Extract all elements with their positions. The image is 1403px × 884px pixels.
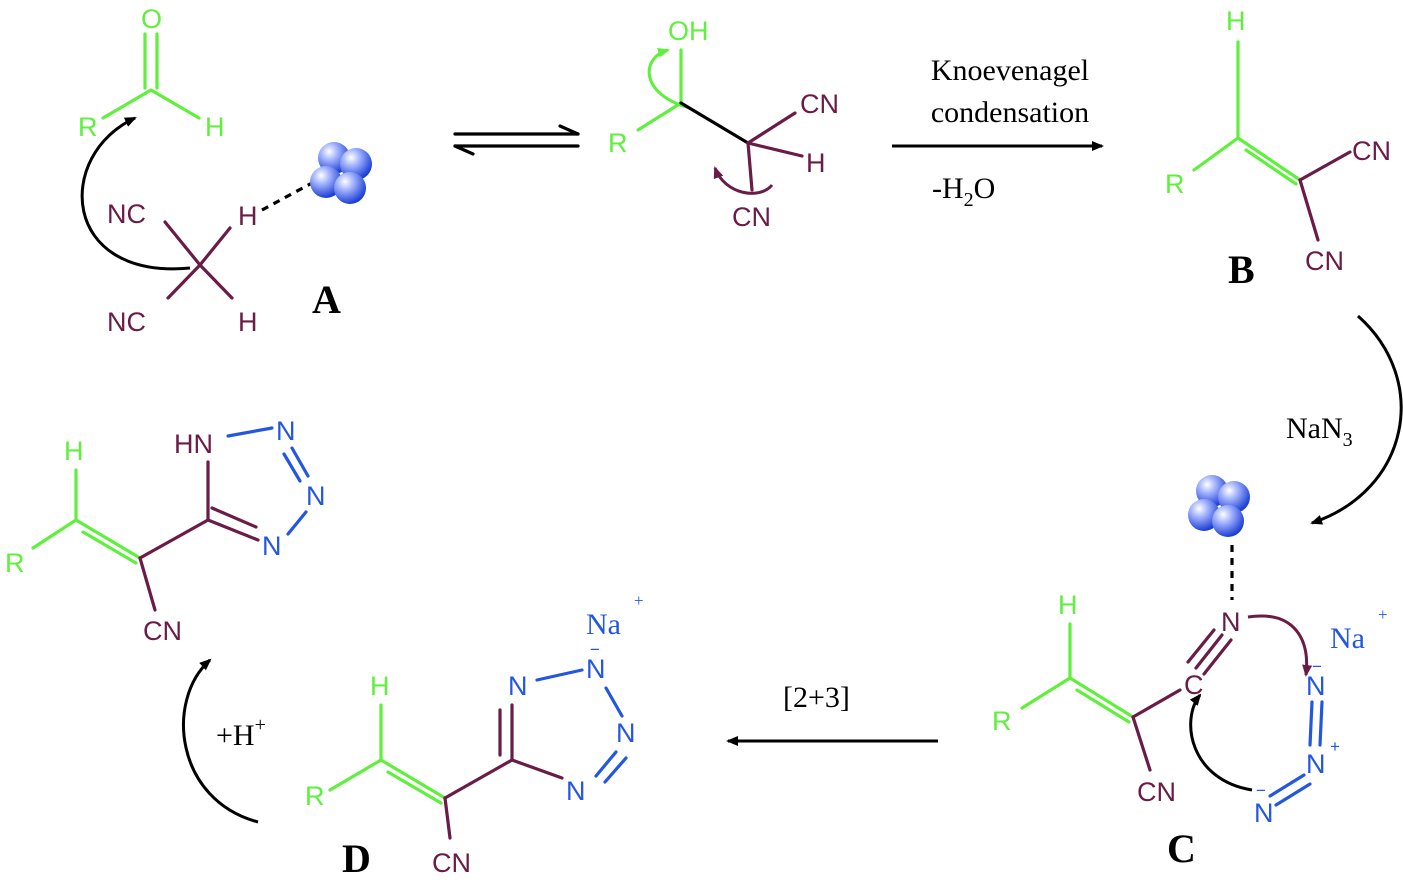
compound-d-group: H R CN N N − N N Na + D	[305, 591, 644, 881]
intermediate-cn-top: CN	[800, 89, 839, 119]
azide-n1-charge: −	[1312, 657, 1322, 676]
compound-d-sodium: Na	[586, 608, 621, 641]
protonation-arrow	[182, 658, 259, 824]
azide-n1: N	[1306, 671, 1326, 701]
tetrazolate-n2-charge: −	[590, 640, 600, 659]
tetrazolate-n3: N	[616, 718, 636, 748]
product-r-group: R	[5, 548, 25, 578]
acidic-hydrogen-bottom: H	[238, 307, 258, 337]
compound-d-sodium-charge: +	[634, 591, 644, 610]
compound-c-cn: CN	[1137, 777, 1176, 807]
knoevenagel-label-line1: Knoevenagel	[931, 54, 1089, 87]
product-nh: HN	[174, 429, 213, 459]
intermediate-r-group: R	[608, 128, 628, 158]
compound-d-hydrogen: H	[370, 671, 390, 701]
intermediate-hydrogen: H	[806, 148, 826, 178]
azide-n3-charge: −	[1256, 781, 1266, 800]
nucleophilic-attack-arrow	[80, 116, 191, 271]
cycloaddition-step: [2+3]	[726, 681, 938, 746]
nitrile-carbon: C	[1184, 670, 1204, 700]
compound-b-group: H R CN CN B	[1165, 6, 1391, 292]
minus-water-label: -H2O	[932, 172, 995, 211]
azide-n3: N	[1254, 798, 1274, 828]
equilibrium-arrows	[453, 124, 580, 156]
aldehyde-oxygen: O	[141, 4, 162, 34]
compound-c-label: C	[1167, 826, 1196, 871]
compound-c-sodium-charge: +	[1378, 605, 1388, 624]
compound-d-r-group: R	[305, 781, 325, 811]
hydroxyl-elimination-arrow	[647, 47, 691, 110]
tetrazolate-n4: N	[566, 776, 586, 806]
compound-b-hydrogen: H	[1226, 6, 1246, 36]
protonation-step: +H+	[182, 658, 266, 824]
compound-c-hydrogen: H	[1058, 590, 1078, 620]
cyclization-arrow	[1189, 693, 1253, 792]
knoevenagel-label-line2: condensation	[931, 96, 1089, 129]
azide-addition-step: NaN3	[1286, 314, 1403, 525]
product-n4: N	[262, 531, 282, 561]
sodium-azide-label: NaN3	[1286, 412, 1353, 451]
aldol-intermediate: OH R CN H CN	[608, 16, 839, 232]
product-hydrogen: H	[64, 436, 84, 466]
compound-b-cn-top: CN	[1352, 136, 1391, 166]
aldehyde-r-group: R	[78, 112, 98, 142]
compound-c-group: N C H R CN Na + N − N + N − C	[992, 475, 1388, 871]
compound-c-sodium: Na	[1330, 622, 1365, 655]
malononitrile-cn-bottom: NC	[107, 307, 146, 337]
tetrazole-product: H R CN HN N N N	[5, 416, 326, 646]
malononitrile-cn-top: NC	[107, 199, 146, 229]
compound-b-cn-bottom: CN	[1305, 246, 1344, 276]
coordination-arrow	[1247, 614, 1313, 677]
aldehyde-hydrogen: H	[205, 112, 225, 142]
acidic-hydrogen-top: H	[238, 201, 258, 231]
compound-d-label: D	[342, 836, 371, 881]
azide-addition-arrow	[1310, 314, 1403, 525]
compound-a-group: O R H NC NC H H A	[78, 4, 372, 337]
intermediate-cn-bottom: CN	[732, 202, 771, 232]
product-n2: N	[276, 416, 296, 446]
deprotonation-arrow	[713, 166, 774, 195]
intermediate-hydroxyl: OH	[668, 16, 709, 46]
nitrile-nitrogen: N	[1221, 607, 1241, 637]
catalyst-nanoparticle-icon	[310, 142, 372, 204]
compound-a-label: A	[312, 277, 341, 322]
cycloaddition-label: [2+3]	[783, 681, 850, 714]
catalyst-nanoparticle-icon	[1188, 475, 1250, 537]
tetrazolate-n1: N	[508, 671, 528, 701]
compound-b-r-group: R	[1165, 169, 1185, 199]
azide-n2-charge: +	[1330, 737, 1340, 756]
protonation-label: +H+	[216, 714, 266, 752]
azide-n2: N	[1306, 749, 1326, 779]
compound-d-cn: CN	[432, 848, 471, 878]
compound-b-label: B	[1228, 247, 1255, 292]
product-cn: CN	[143, 616, 182, 646]
product-n3: N	[306, 481, 326, 511]
compound-c-r-group: R	[992, 706, 1012, 736]
knoevenagel-step: Knoevenagel condensation -H2O	[892, 54, 1104, 211]
tetrazolate-n2: N	[586, 654, 606, 684]
